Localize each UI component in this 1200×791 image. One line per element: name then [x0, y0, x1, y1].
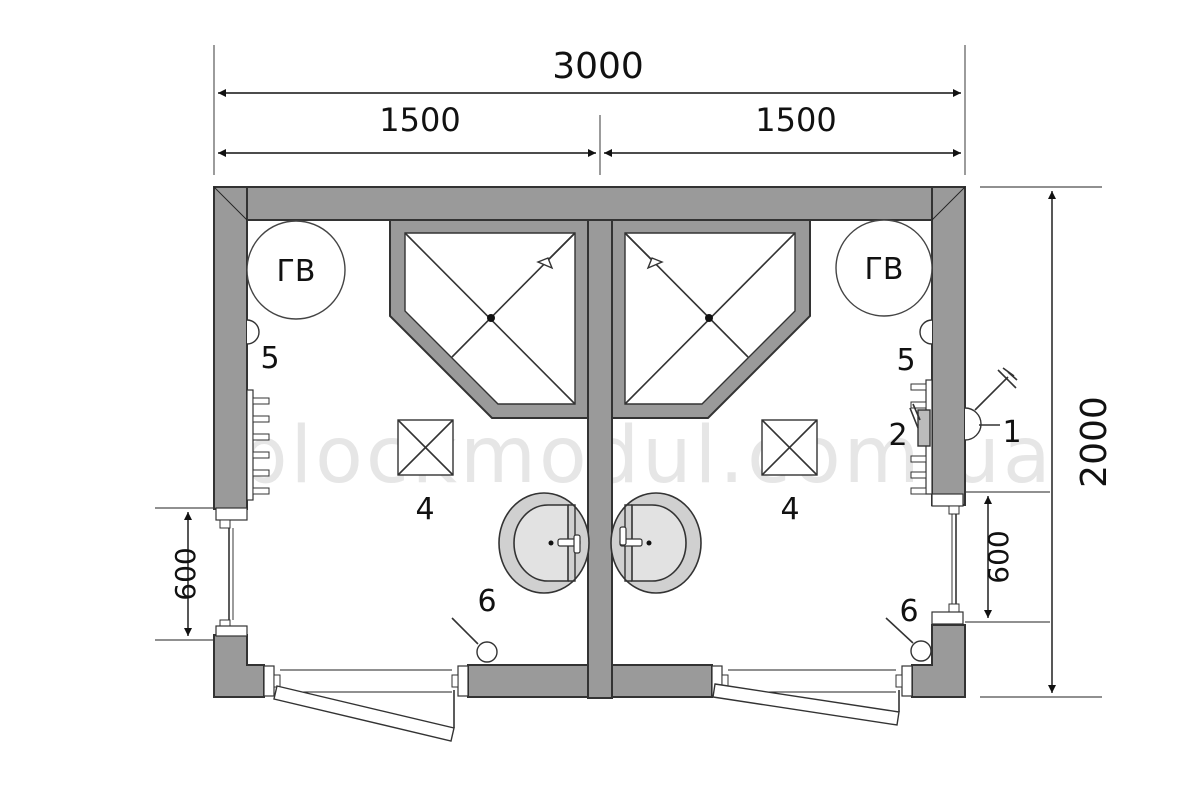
- right-dimension: 2000: [980, 186, 1115, 698]
- dim-right-width: 1500: [755, 101, 836, 139]
- window-right: [931, 493, 964, 625]
- item-1-label: 1: [1002, 415, 1021, 450]
- dim-left-width: 1500: [379, 101, 460, 139]
- water-heater-left-label: ГВ: [277, 254, 316, 289]
- external-lamp: [964, 367, 1018, 441]
- switch-left: [451, 617, 498, 663]
- shower-cabin-right: [611, 219, 811, 419]
- left-window-dimension: 600: [155, 507, 214, 641]
- door-left: [263, 665, 469, 742]
- floor-drain-right: [761, 419, 818, 476]
- dim-window-right: 600: [982, 530, 1015, 583]
- door-right: [711, 665, 913, 726]
- item-5-left-label: 5: [260, 341, 279, 376]
- water-heater-right-label: ГВ: [865, 252, 904, 287]
- item-6-right-label: 6: [899, 594, 918, 629]
- switch-right: [885, 617, 932, 662]
- window-left: [215, 507, 248, 637]
- sink-left: [498, 492, 590, 594]
- water-heater-right: ГВ: [835, 219, 933, 317]
- item-6-left-label: 6: [477, 584, 496, 619]
- dim-height: 2000: [1074, 396, 1115, 488]
- shower-cabin-left: [389, 219, 589, 419]
- wall-lamp-left: [246, 319, 260, 345]
- dim-window-left: 600: [169, 547, 202, 600]
- wall-lamp-right: [919, 319, 933, 345]
- item-2-label: 2: [888, 418, 907, 453]
- top-dimensions: 3000 1500 1500: [213, 45, 966, 175]
- dim-total-width: 3000: [552, 46, 644, 87]
- item-4-left-label: 4: [415, 492, 434, 527]
- right-window-dimension: 600: [965, 491, 1050, 623]
- floor-drain-left: [397, 419, 454, 476]
- radiator-left: [246, 389, 270, 501]
- electrical-panel: [909, 403, 931, 447]
- item-4-right-label: 4: [780, 492, 799, 527]
- water-heater-left: ГВ: [246, 220, 346, 320]
- item-5-right-label: 5: [896, 343, 915, 378]
- sink-right: [610, 492, 702, 594]
- walls: [213, 186, 966, 699]
